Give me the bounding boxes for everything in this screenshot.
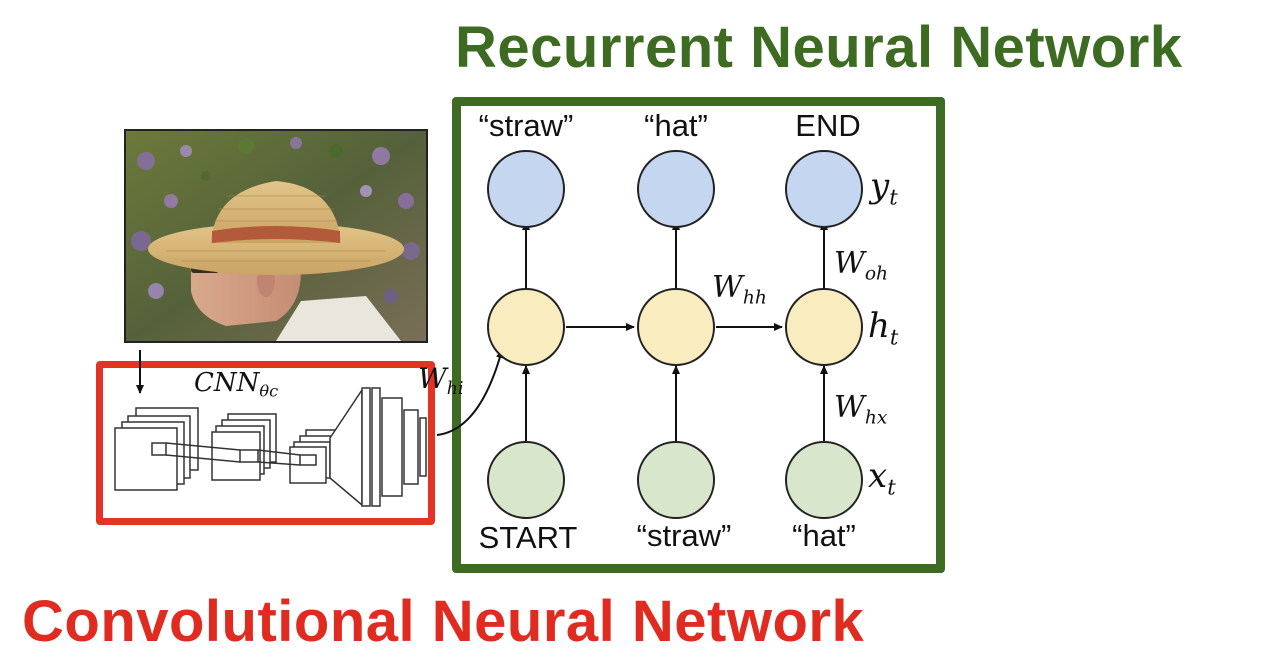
output-node-3 — [785, 150, 863, 228]
man-in-straw-hat-photo — [124, 129, 428, 343]
label-w-oh: Woh — [834, 246, 889, 285]
cnn-to-rnn-arrow — [436, 349, 504, 436]
hidden-node-2 — [637, 288, 715, 366]
output-node-1 — [487, 150, 565, 228]
label-w-hh: Whh — [712, 270, 767, 309]
label-y-t: yt — [870, 166, 898, 210]
label-x-t: xt — [868, 456, 896, 500]
output-word-2: “hat” — [644, 108, 708, 143]
label-w-hi: Whi — [418, 362, 464, 400]
hidden-node-1 — [487, 288, 565, 366]
label-h-t: ht — [868, 306, 899, 350]
input-word-3: “hat” — [792, 518, 856, 553]
output-word-1: “straw” — [478, 108, 574, 143]
input-node-3 — [785, 441, 863, 519]
cnn-frame — [96, 361, 435, 525]
input-node-2 — [637, 441, 715, 519]
rnn-frame — [452, 97, 945, 573]
rnn-title: Recurrent Neural Network — [455, 15, 1183, 80]
input-word-1: START — [478, 520, 578, 555]
cnn-title: Convolutional Neural Network — [22, 589, 865, 654]
input-node-1 — [487, 441, 565, 519]
cnn-schematic — [114, 387, 427, 507]
label-cnn-theta: CNNθc — [194, 368, 279, 401]
output-node-2 — [637, 150, 715, 228]
hidden-node-3 — [785, 288, 863, 366]
input-word-2: “straw” — [636, 518, 732, 553]
output-word-3: END — [795, 108, 861, 143]
label-w-hx: Whx — [834, 390, 888, 429]
